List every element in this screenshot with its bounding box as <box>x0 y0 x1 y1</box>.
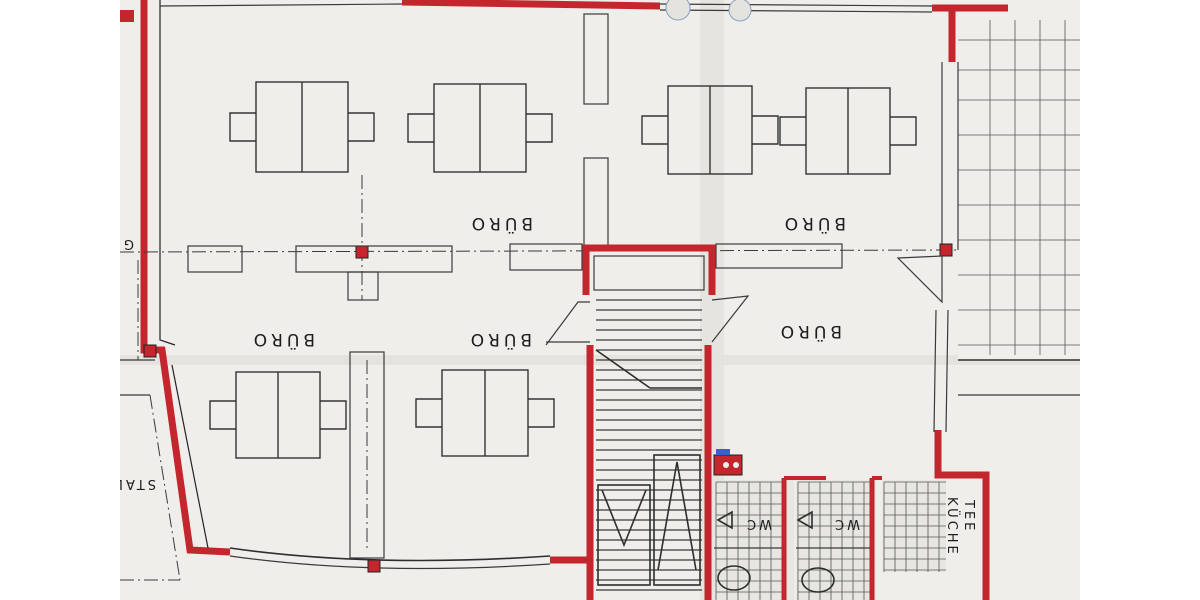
sanitary-block <box>713 449 946 600</box>
desk-pair <box>779 87 917 175</box>
wc-label-1: WC <box>744 516 772 531</box>
stair-core <box>545 244 750 600</box>
desks <box>209 81 917 459</box>
wc-label-2: WC <box>832 516 860 531</box>
kitchen-label-line2: KÜCHE <box>944 497 961 557</box>
room-label-upper-left: BÜRO <box>468 213 533 235</box>
desk-pair <box>407 83 553 173</box>
exterior-grid <box>958 0 1080 396</box>
room-labels: BÜRO BÜRO BÜRO BÜRO BÜRO WC WC TEE KÜCHE… <box>120 213 976 557</box>
right-window-wall <box>933 62 959 433</box>
floor-plan-drawing: BÜRO BÜRO BÜRO BÜRO BÜRO WC WC TEE KÜCHE… <box>120 0 1080 600</box>
structural-axis <box>120 249 959 253</box>
kitchen-label-line1: TEE <box>961 499 976 533</box>
door-swing-right <box>896 255 943 304</box>
room-label-upper-right: BÜRO <box>781 213 846 235</box>
beams <box>187 243 843 301</box>
desk-pair <box>209 371 347 459</box>
pin-mark <box>665 0 691 21</box>
edge-label-left: G <box>121 236 134 251</box>
edge-label-stal: STAL <box>120 476 156 491</box>
desk-pair <box>229 81 375 173</box>
pin-mark <box>728 0 752 22</box>
left-exterior-lines <box>120 260 181 581</box>
floor-plan: BÜRO BÜRO BÜRO BÜRO BÜRO WC WC TEE KÜCHE… <box>120 0 1080 600</box>
room-label-lower-left: BÜRO <box>250 329 315 351</box>
desk-pair <box>415 369 555 457</box>
room-label-lower-center: BÜRO <box>467 329 532 351</box>
room-label-lower-right: BÜRO <box>777 321 842 343</box>
bottom-window-wall <box>229 547 551 570</box>
columns <box>120 10 953 573</box>
partitions <box>349 13 609 559</box>
outer-walls <box>120 0 1008 600</box>
top-window-wall <box>159 3 933 13</box>
desk-pair <box>641 85 779 175</box>
